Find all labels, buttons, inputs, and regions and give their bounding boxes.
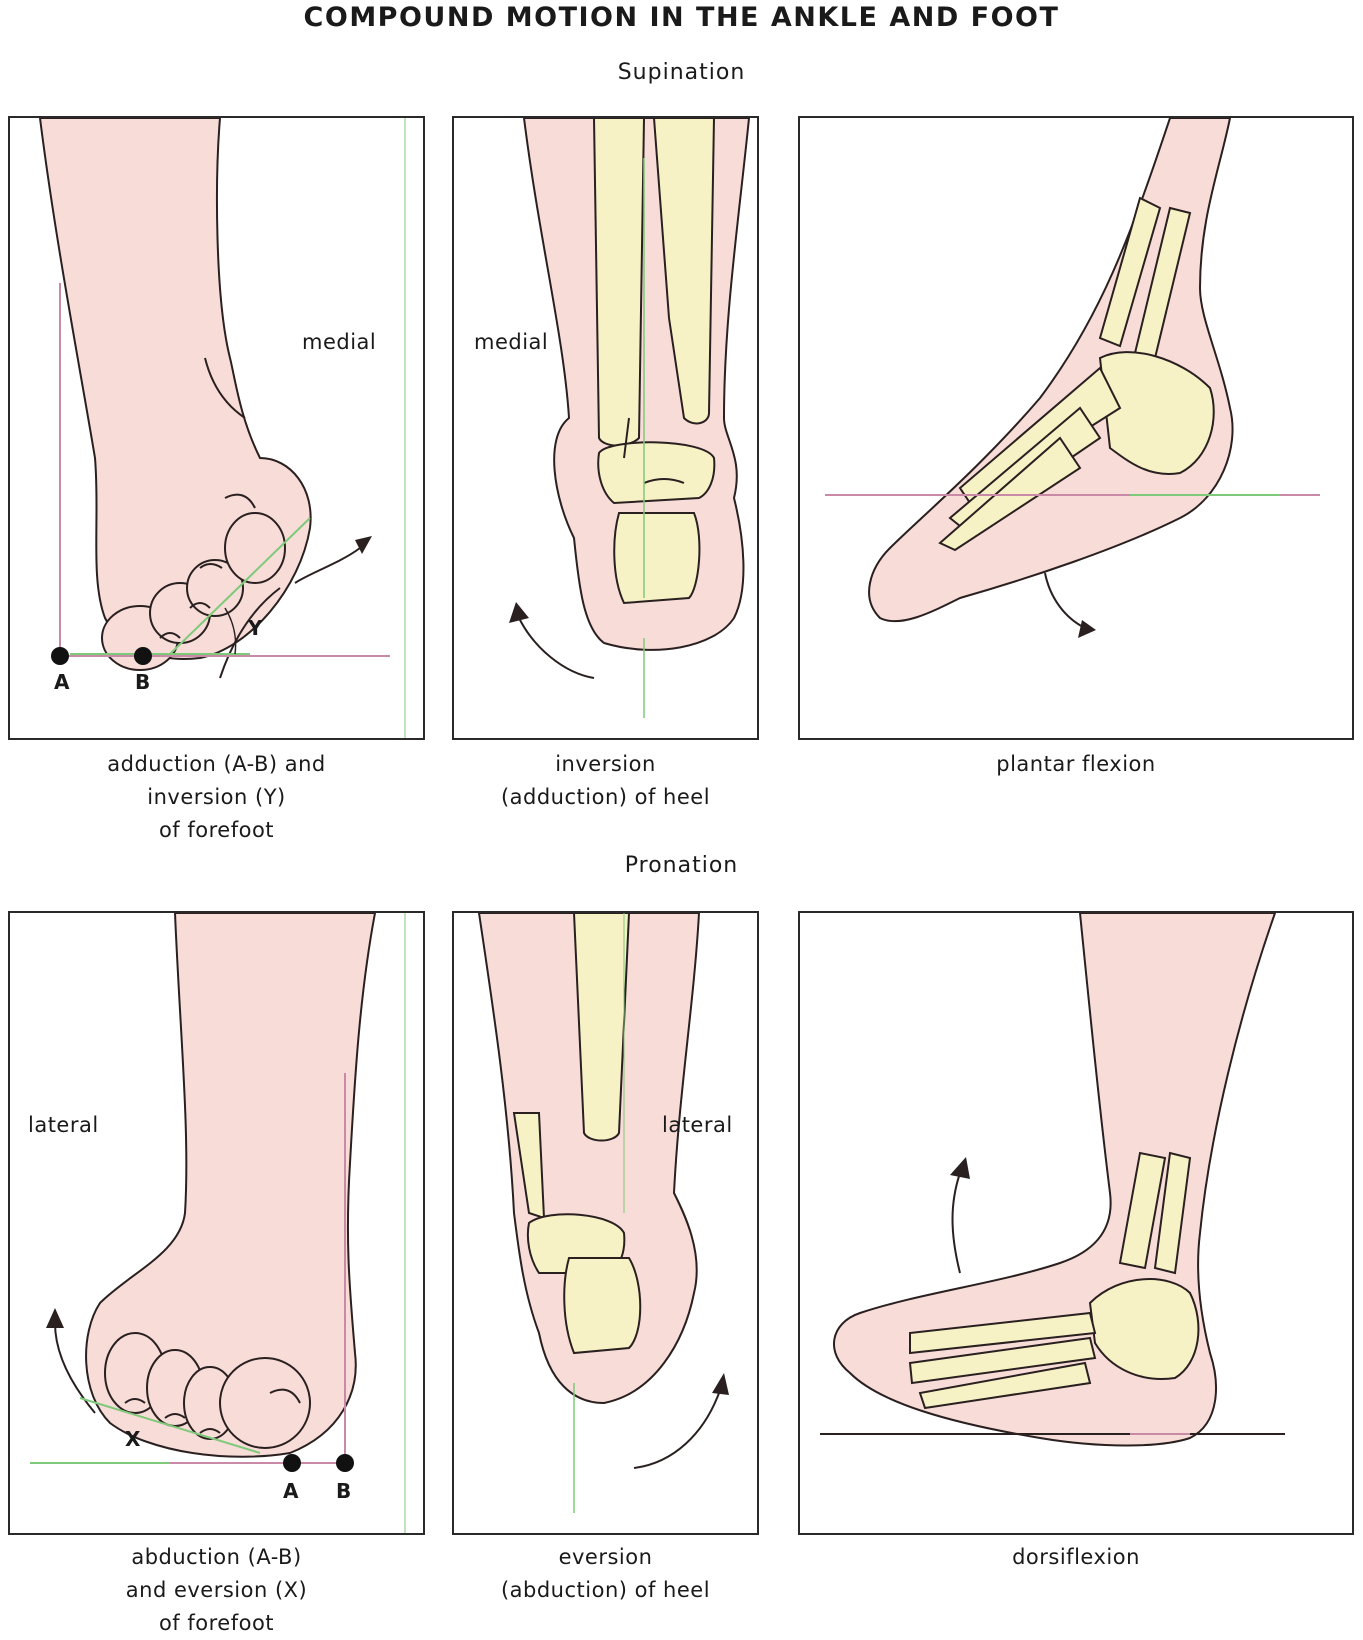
panel-pronation-forefoot: lateral X A B xyxy=(8,911,425,1535)
point-b-label: B xyxy=(336,1479,352,1503)
rotation-arrow-icon xyxy=(712,1373,729,1395)
angle-x-label: X xyxy=(125,1427,141,1451)
lateral-label: lateral xyxy=(662,1113,733,1137)
point-a-label: A xyxy=(283,1479,299,1503)
lateral-label: lateral xyxy=(28,1113,99,1137)
rotation-arrow-icon xyxy=(355,536,372,554)
caption-line: and eversion (X) xyxy=(125,1578,308,1602)
caption-line: of forefoot xyxy=(158,1611,275,1635)
panel-pronation-heel: lateral xyxy=(452,911,759,1535)
caption-pronation-forefoot: abduction (A-B) and eversion (X) of fore… xyxy=(8,1541,425,1640)
rotation-arrow-icon xyxy=(950,1157,970,1179)
point-b-marker xyxy=(134,647,152,665)
point-b-label: B xyxy=(135,670,151,694)
heel-eversion-illustration xyxy=(477,913,729,1513)
forefoot-adduction-illustration xyxy=(38,118,406,738)
rotation-arrow-icon xyxy=(46,1308,64,1328)
caption-line: plantar flexion xyxy=(996,752,1156,776)
diagram-title: COMPOUND MOTION IN THE ANKLE AND FOOT xyxy=(303,2,1060,33)
section-label-supination: Supination xyxy=(617,60,746,85)
caption-line: eversion xyxy=(558,1545,653,1569)
point-a-marker xyxy=(51,647,69,665)
caption-supination-heel: inversion (adduction) of heel xyxy=(452,748,759,814)
rotation-arrow-icon xyxy=(509,602,529,623)
caption-line: (adduction) of heel xyxy=(500,785,711,809)
point-a-marker xyxy=(283,1454,301,1472)
panel-plantar-flexion xyxy=(798,116,1354,740)
panel-supination-forefoot: medial A B Y xyxy=(8,116,425,740)
panel-dorsiflexion xyxy=(798,911,1354,1535)
caption-supination-forefoot: adduction (A-B) and inversion (Y) of for… xyxy=(8,748,425,847)
medial-label: medial xyxy=(302,330,377,354)
caption-dorsiflexion: dorsiflexion xyxy=(798,1541,1354,1574)
heel-inversion-illustration xyxy=(509,118,751,718)
caption-line: of forefoot xyxy=(158,818,275,842)
point-b-marker xyxy=(336,1454,354,1472)
caption-pronation-heel: eversion (abduction) of heel xyxy=(452,1541,759,1607)
caption-line: inversion (Y) xyxy=(147,785,286,809)
angle-y-label: Y xyxy=(248,616,263,640)
caption-line: abduction (A-B) xyxy=(131,1545,302,1569)
section-label-pronation: Pronation xyxy=(624,853,739,878)
caption-line: inversion xyxy=(555,752,656,776)
caption-line: (abduction) of heel xyxy=(500,1578,711,1602)
caption-plantar-flexion: plantar flexion xyxy=(798,748,1354,781)
dorsiflexion-illustration xyxy=(820,913,1285,1447)
caption-line: dorsiflexion xyxy=(1012,1545,1140,1569)
rotation-arrow-icon xyxy=(1078,620,1096,638)
point-a-label: A xyxy=(54,670,70,694)
panel-supination-heel: medial xyxy=(452,116,759,740)
plantar-flexion-illustration xyxy=(825,118,1320,638)
caption-line: adduction (A-B) and xyxy=(107,752,326,776)
forefoot-abduction-illustration xyxy=(30,913,406,1533)
medial-label: medial xyxy=(474,330,549,354)
